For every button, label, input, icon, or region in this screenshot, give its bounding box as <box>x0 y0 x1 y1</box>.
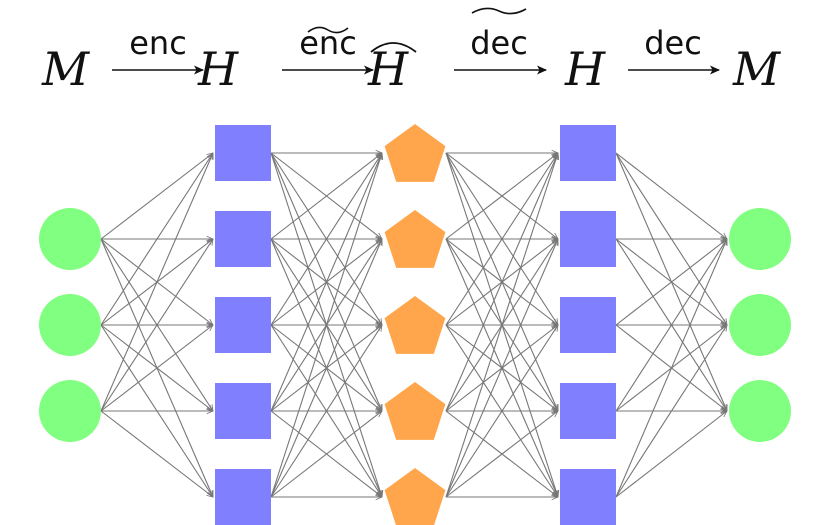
edge-l2-n3-to-l3-n0 <box>445 153 559 412</box>
edge-l0-n1-to-l1-n0 <box>100 153 213 326</box>
hidden-node-layer3-4 <box>560 383 616 439</box>
edge-l3-n4-to-l4-n2 <box>615 411 727 498</box>
operator-enc-tilde: enc <box>282 24 374 75</box>
hidden-node-layer1-4 <box>215 383 271 439</box>
edge-l0-n2-to-l1-n0 <box>100 153 214 412</box>
edge-l3-n4-to-l4-n0 <box>615 239 728 498</box>
hidden-node-layer1-5 <box>215 469 271 525</box>
edge-l0-n2-to-l1-n4 <box>100 410 213 497</box>
equation-header: M H H H M enc enc dec dec <box>41 7 782 96</box>
symbol-h-encoded: H <box>197 42 239 96</box>
input-node-layer0-2 <box>39 294 101 356</box>
output-node-layer4-3 <box>729 380 791 442</box>
symbol-m-output: M <box>732 42 782 96</box>
latent-node-layer2-2 <box>384 210 446 268</box>
hidden-node-layer3-1 <box>560 125 616 181</box>
operator-dec: dec <box>628 24 720 75</box>
tilde-accent-dec <box>471 7 527 15</box>
symbol-h-decoded: H <box>564 42 606 96</box>
network-nodes <box>39 124 791 525</box>
tilde-accent-enc <box>307 26 349 34</box>
hidden-node-layer3-5 <box>560 469 616 525</box>
edge-l2-n1-to-l3-n0 <box>445 153 558 240</box>
edge-l2-n4-to-l3-n3 <box>445 411 558 498</box>
hidden-node-layer1-1 <box>215 125 271 181</box>
operator-enc: enc <box>112 24 204 75</box>
edge-l3-n4-to-l4-n1 <box>615 325 727 498</box>
output-node-layer4-1 <box>729 208 791 270</box>
edge-l0-n2-to-l1-n1 <box>100 239 213 412</box>
hidden-node-layer3-2 <box>560 211 616 267</box>
edge-l3-n0-to-l4-n0 <box>615 152 727 239</box>
edge-l1-n1-to-l2-n0 <box>270 153 382 240</box>
operator-label-dec: dec <box>644 24 702 62</box>
hidden-node-layer3-3 <box>560 297 616 353</box>
edge-l3-n3-to-l4-n0 <box>615 239 727 412</box>
edge-l2-n4-to-l3-n2 <box>445 325 558 498</box>
edge-l2-n4-to-l3-n1 <box>445 239 559 498</box>
operator-label-dec-tilde: dec <box>470 24 528 62</box>
edge-l1-n4-to-l2-n3 <box>270 411 382 498</box>
hat-accent <box>370 42 417 53</box>
operator-dec-tilde: dec <box>454 7 547 75</box>
latent-node-layer2-1 <box>384 124 446 182</box>
edge-l3-n2-to-l4-n0 <box>615 239 727 326</box>
latent-node-layer2-5 <box>384 468 446 525</box>
network-edges <box>100 152 728 498</box>
input-node-layer0-1 <box>39 208 101 270</box>
output-node-layer4-2 <box>729 294 791 356</box>
edge-l2-n4-to-l3-n0 <box>445 153 558 498</box>
operator-label-enc: enc <box>129 24 187 62</box>
edge-l1-n3-to-l2-n0 <box>270 153 383 412</box>
edge-l1-n4-to-l2-n2 <box>270 325 382 498</box>
hidden-node-layer1-2 <box>215 211 271 267</box>
latent-node-layer2-4 <box>384 382 446 440</box>
edge-l2-n2-to-l3-n0 <box>445 153 558 326</box>
symbol-h-hat: H <box>367 42 409 96</box>
hidden-node-layer1-3 <box>215 297 271 353</box>
symbol-m-input: M <box>41 42 91 96</box>
edge-l0-n0-to-l1-n0 <box>100 153 213 240</box>
edge-l0-n2-to-l1-n2 <box>100 325 213 412</box>
input-node-layer0-3 <box>39 380 101 442</box>
edge-l1-n2-to-l2-n0 <box>270 153 382 326</box>
latent-node-layer2-3 <box>384 296 446 354</box>
edge-l1-n4-to-l2-n1 <box>270 239 383 498</box>
edge-l1-n4-to-l2-n0 <box>270 153 382 498</box>
